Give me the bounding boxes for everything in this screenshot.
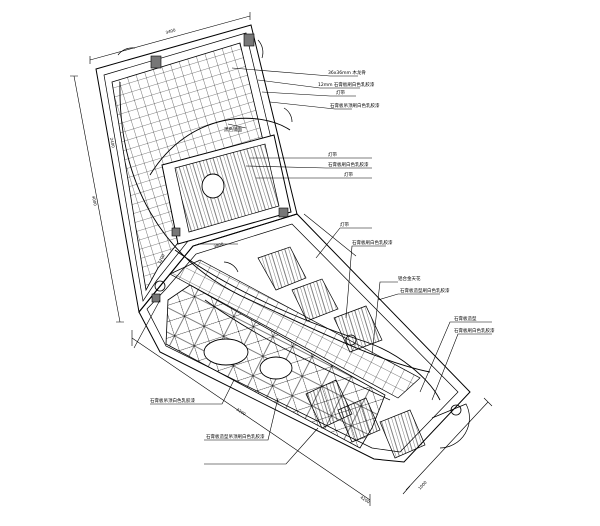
dimension-left-2: 1200	[156, 253, 165, 265]
leader-7	[245, 165, 372, 169]
leader-10	[345, 245, 386, 319]
annotation-10: 石膏板刷白色乳胶漆	[352, 239, 393, 246]
annotation-12: 石膏板造型刷白色乳胶漆	[400, 287, 450, 294]
annotation-14: 石膏板刷白色乳胶漆	[454, 327, 495, 334]
lower-oval-2	[259, 356, 293, 380]
central-light-oval	[201, 173, 225, 199]
dimension-bottom-2: 4200	[359, 495, 371, 505]
annotation-11: 铝合金天花	[398, 275, 421, 282]
dimension-mid: 3800	[213, 241, 225, 249]
annotation-15: 石膏板吊顶白色乳胶漆	[150, 397, 195, 404]
leader-18	[204, 427, 319, 465]
dimension-left: 4000	[91, 195, 98, 206]
leader-3	[261, 91, 356, 97]
fixture-circle-3	[154, 280, 166, 292]
room-b	[291, 278, 339, 322]
annotation-4: 石膏板吊顶刷白色乳胶漆	[330, 102, 380, 109]
dim-line-top	[89, 12, 251, 64]
annotation-1: 36x36mm 木龙骨	[328, 69, 366, 76]
leader-12	[377, 293, 440, 301]
dimension-upper-right: 2400	[109, 137, 116, 148]
dim-line-right-2	[303, 213, 357, 257]
door-swing-2	[257, 39, 264, 59]
light-strip-arc-2	[149, 117, 291, 176]
leader-16	[150, 379, 235, 405]
corridor-ceiling-grid	[169, 259, 421, 399]
leader-2	[257, 79, 360, 89]
dim-line-bottom	[131, 330, 371, 506]
annotation-3: 灯带	[336, 89, 345, 96]
annotation-7: 石膏板刷白色乳胶漆	[328, 161, 369, 168]
column-bulkhead-left	[171, 227, 181, 237]
door-swing-5	[431, 403, 470, 449]
fixture-circle-1	[345, 334, 357, 346]
column-top-right	[243, 33, 255, 47]
leader-11	[371, 281, 398, 355]
column-top-left	[150, 55, 162, 69]
leader-4	[269, 101, 352, 110]
leader-14	[431, 333, 492, 401]
annotation-2: 12mm 石膏板刷白色乳胶漆	[318, 81, 375, 88]
door-swing-3	[283, 107, 293, 123]
room-f	[379, 409, 426, 459]
annotation-9: 灯带	[340, 221, 349, 228]
lower-wall-outer	[138, 213, 471, 463]
fixture-circle-2	[450, 404, 462, 416]
dimension-top: 3400	[165, 27, 177, 35]
light-strip-arc-1	[119, 81, 431, 373]
door-swing-4	[223, 261, 239, 273]
leader-5	[227, 123, 247, 129]
annotation-13: 石膏板造型	[454, 315, 477, 322]
room-e	[337, 397, 381, 443]
dim-line-left-2	[133, 299, 161, 349]
dim-line-left	[70, 75, 124, 323]
dimension-bottom: 3200	[235, 407, 247, 417]
annotation-6: 灯带	[328, 151, 337, 158]
annotation-5: 黑色镜面	[224, 126, 242, 133]
leader-1	[231, 67, 358, 77]
annotation-8: 灯带	[344, 171, 353, 178]
dimension-right: 1000	[417, 479, 428, 490]
leader-17	[204, 397, 279, 441]
annotation-16: 石膏板造型吊顶刷白色乳胶漆	[206, 433, 265, 440]
leader-9	[315, 227, 372, 259]
leader-13	[419, 321, 492, 393]
column-lower-left	[151, 293, 161, 303]
dim-line-right	[402, 397, 493, 495]
light-strip-arc-4	[204, 299, 391, 401]
room-a	[257, 246, 307, 291]
lower-oval-1	[203, 338, 249, 366]
column-bulkhead-right	[278, 207, 289, 218]
